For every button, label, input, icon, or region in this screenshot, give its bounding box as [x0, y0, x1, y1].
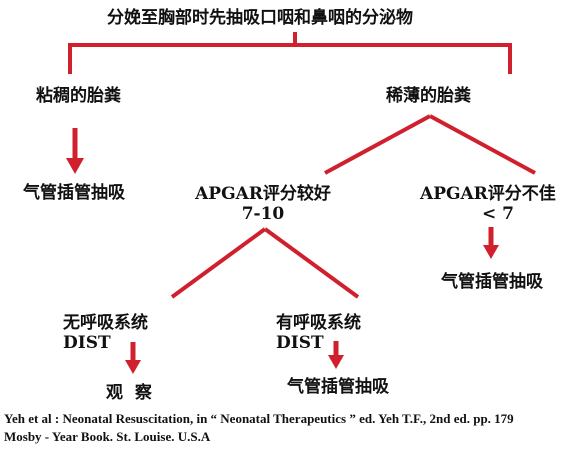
intubate-suction-node-3: 气管插管抽吸: [287, 377, 389, 397]
arrow-distress-to-intubate: [328, 341, 344, 369]
apgar-good-label: APGAR评分较好: [195, 184, 331, 204]
no-distress-label: 无呼吸系统: [63, 313, 148, 333]
reference-citation: Yeh et al : Neonatal Resuscitation, in “…: [4, 410, 514, 446]
apgar-good-range: 7-10: [241, 204, 285, 224]
intubate-suction-node-2: 气管插管抽吸: [441, 272, 543, 292]
reference-line-2: Mosby - Year Book. St. Louise. U.S.A: [4, 429, 211, 444]
apgar-poor-node: APGAR评分不佳 < 7: [420, 184, 556, 224]
apgar-good-split: [170, 227, 360, 299]
no-distress-node: 无呼吸系统 DIST: [63, 313, 148, 353]
distress-abbrev: DIST: [276, 333, 324, 353]
thick-meconium-node: 粘稠的胎粪: [36, 86, 121, 106]
reference-line-1: Yeh et al : Neonatal Resuscitation, in “…: [4, 411, 514, 426]
apgar-poor-label: APGAR评分不佳: [420, 184, 556, 204]
distress-node: 有呼吸系统 DIST: [276, 313, 361, 353]
title-node: 分娩至胸部时先抽吸口咽和鼻咽的分泌物: [107, 8, 413, 28]
apgar-good-node: APGAR评分较好 7-10: [188, 184, 338, 224]
observe-node: 观 察: [106, 383, 152, 403]
thin-meconium-split: [324, 114, 536, 175]
thin-meconium-node: 稀薄的胎粪: [386, 86, 471, 106]
distress-label: 有呼吸系统: [276, 313, 361, 333]
top-split-bracket: [68, 32, 512, 74]
intubate-suction-node-1: 气管插管抽吸: [23, 183, 125, 203]
arrow-no-distress-to-observe: [125, 342, 141, 374]
arrow-thick-to-intubate: [66, 128, 84, 174]
apgar-poor-range: < 7: [482, 204, 514, 224]
no-distress-abbrev: DIST: [63, 333, 111, 353]
arrow-apgar-poor-to-intubate: [483, 227, 499, 259]
